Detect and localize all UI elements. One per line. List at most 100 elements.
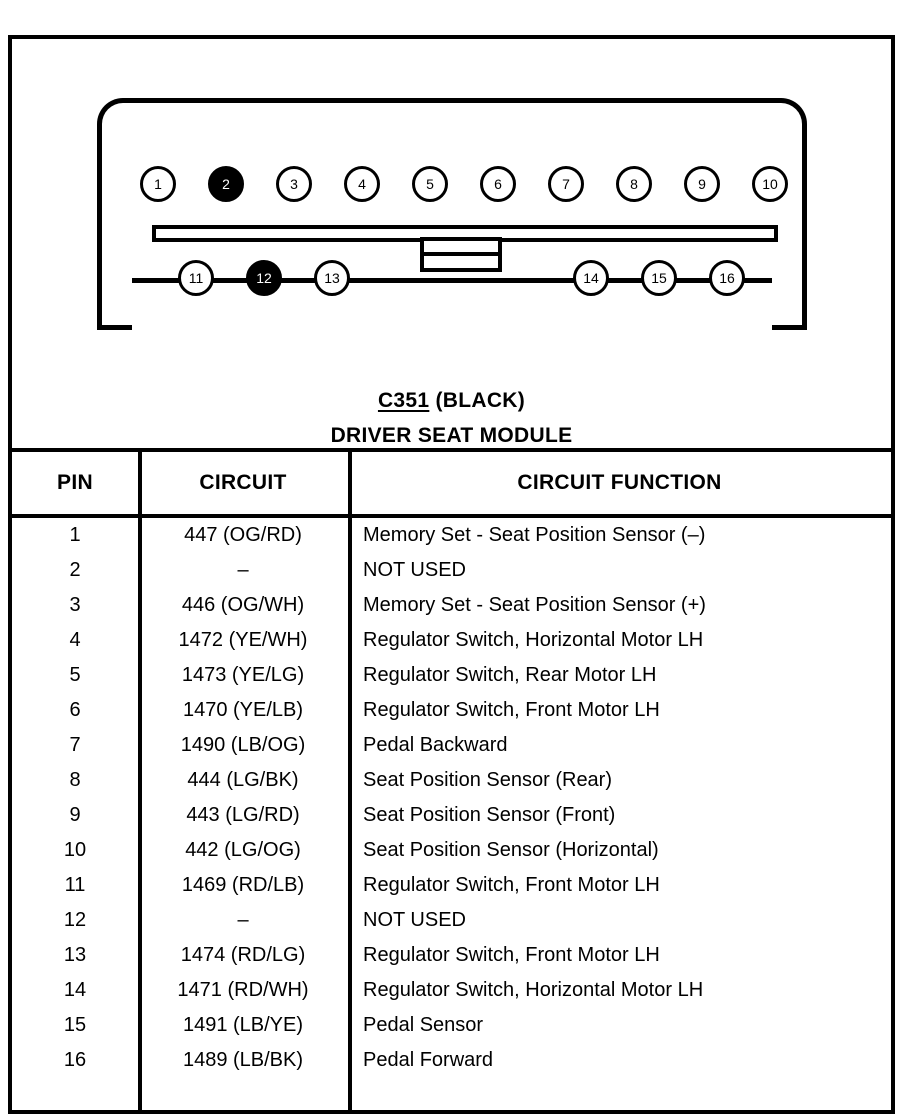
cell-pin: 10: [63, 839, 87, 861]
cell-pin: 14: [63, 979, 87, 1001]
table-row: 6 1470 (YE/LB) Regulator Switch, Front Mot…: [12, 693, 891, 728]
cell-circuit: 446 (OG/WH): [181, 594, 305, 616]
table-row: 8 444 (LG/BK) Seat Position Sensor (Rear): [12, 763, 891, 798]
cell-circuit-function: Pedal Forward: [363, 1049, 494, 1071]
pin-cavity-10[interactable]: 10: [752, 166, 788, 202]
table-row: 2 – NOT USED: [12, 553, 891, 588]
connector-tab-left: [97, 278, 132, 330]
cell-circuit: 1472 (YE/WH): [178, 629, 308, 651]
cell-circuit: 443 (LG/RD): [186, 804, 300, 826]
cell-pin: 9: [69, 804, 81, 826]
pin-cavity-9[interactable]: 9: [684, 166, 720, 202]
cell-circuit: 444 (LG/BK): [187, 769, 299, 791]
table-row: 11 1469 (RD/LB) Regulator Switch, Front Mo…: [12, 868, 891, 903]
page-frame: 1 2 3 4 5 6 7 8 9 10 11 12 13 14 15 16 C…: [8, 35, 895, 1114]
pin-row-top: 1 2 3 4 5 6 7 8 9 10: [140, 166, 788, 202]
cell-circuit: –: [237, 559, 249, 581]
cell-circuit: 442 (LG/OG): [185, 839, 301, 861]
cell-pin: 3: [69, 594, 81, 616]
pin-cavity-5[interactable]: 5: [412, 166, 448, 202]
connector-center-latch-divider: [424, 252, 498, 256]
pin-cavity-13[interactable]: 13: [314, 260, 350, 296]
table-column-divider-2: [348, 452, 352, 1114]
cell-circuit-function: Regulator Switch, Rear Motor LH: [363, 664, 657, 686]
table-row: 5 1473 (YE/LG) Regulator Switch, Rear Moto…: [12, 658, 891, 693]
pin-cavity-11[interactable]: 11: [178, 260, 214, 296]
cell-circuit: 447 (OG/RD): [184, 524, 302, 546]
pin-cavity-12[interactable]: 12: [246, 260, 282, 296]
cell-circuit-function: Seat Position Sensor (Front): [363, 804, 616, 826]
cell-circuit-function: Regulator Switch, Horizontal Motor LH: [363, 979, 704, 1001]
cell-circuit: 1470 (YE/LB): [182, 699, 304, 721]
pin-cavity-14[interactable]: 14: [573, 260, 609, 296]
cell-pin: 15: [63, 1014, 87, 1036]
connector-color: (BLACK): [435, 389, 526, 412]
cell-pin: 13: [63, 944, 87, 966]
cell-pin: 6: [69, 699, 81, 721]
cell-circuit: 1491 (LB/YE): [182, 1014, 304, 1036]
cell-pin: 16: [63, 1049, 87, 1071]
cell-pin: 11: [64, 874, 86, 896]
table-column-divider-1: [138, 452, 142, 1114]
cell-circuit-function: Regulator Switch, Front Motor LH: [363, 874, 660, 896]
table-row: 12 – NOT USED: [12, 903, 891, 938]
pin-cavity-3[interactable]: 3: [276, 166, 312, 202]
cell-pin: 12: [63, 909, 87, 931]
cell-pin: 2: [69, 559, 81, 581]
pin-cavity-4[interactable]: 4: [344, 166, 380, 202]
pin-row-bottom-left: 11 12 13: [178, 260, 350, 296]
cell-circuit-function: Memory Set - Seat Position Sensor (+): [363, 594, 706, 616]
table-row: 10 442 (LG/OG) Seat Position Sensor (Horiz…: [12, 833, 891, 868]
connector-caption-line-1: C351 (BLACK): [12, 389, 891, 413]
table-row: 16 1489 (LB/BK) Pedal Forward: [12, 1043, 891, 1078]
cell-circuit-function: Seat Position Sensor (Horizontal): [363, 839, 659, 861]
connector-module-name: DRIVER SEAT MODULE: [330, 424, 573, 447]
table-header-row: PIN CIRCUIT CIRCUIT FUNCTION: [12, 452, 891, 514]
cell-circuit-function: Regulator Switch, Front Motor LH: [363, 699, 660, 721]
table-row: 9 443 (LG/RD) Seat Position Sensor (Front): [12, 798, 891, 833]
cell-circuit: 1471 (RD/WH): [177, 979, 309, 1001]
table-body: 1 447 (OG/RD) Memory Set - Seat Position S…: [12, 518, 891, 1078]
table-row: 13 1474 (RD/LG) Regulator Switch, Front Mo…: [12, 938, 891, 973]
connector-housing-outline: [97, 98, 807, 283]
cell-circuit: 1490 (LB/OG): [180, 734, 306, 756]
pin-cavity-7[interactable]: 7: [548, 166, 584, 202]
table-row: 15 1491 (LB/YE) Pedal Sensor: [12, 1008, 891, 1043]
pin-cavity-2[interactable]: 2: [208, 166, 244, 202]
cell-circuit-function: Seat Position Sensor (Rear): [363, 769, 613, 791]
cell-circuit: 1489 (LB/BK): [182, 1049, 304, 1071]
table-row: 1 447 (OG/RD) Memory Set - Seat Position S…: [12, 518, 891, 553]
pin-row-bottom-right: 14 15 16: [573, 260, 745, 296]
cell-pin: 5: [69, 664, 81, 686]
table-row: 3 446 (OG/WH) Memory Set - Seat Position S…: [12, 588, 891, 623]
cell-pin: 7: [69, 734, 81, 756]
pin-cavity-6[interactable]: 6: [480, 166, 516, 202]
cell-circuit: 1469 (RD/LB): [181, 874, 305, 896]
pin-cavity-1[interactable]: 1: [140, 166, 176, 202]
connector-housing-bottom-edge: [132, 278, 772, 283]
pin-cavity-15[interactable]: 15: [641, 260, 677, 296]
cell-circuit: 1474 (RD/LG): [180, 944, 306, 966]
cell-circuit-function: NOT USED: [363, 909, 466, 931]
cell-pin: 4: [69, 629, 81, 651]
table-header-divider: [12, 514, 891, 518]
column-header-circuit-function: CIRCUIT FUNCTION: [517, 471, 722, 494]
column-header-circuit: CIRCUIT: [199, 471, 287, 494]
connector-illustration: 1 2 3 4 5 6 7 8 9 10 11 12 13 14 15 16 C…: [12, 39, 891, 448]
cell-circuit-function: Memory Set - Seat Position Sensor (–): [363, 524, 706, 546]
cell-pin: 8: [69, 769, 81, 791]
cell-circuit-function: Regulator Switch, Front Motor LH: [363, 944, 660, 966]
connector-code: C351: [377, 389, 430, 412]
pin-cavity-8[interactable]: 8: [616, 166, 652, 202]
cell-circuit: 1473 (YE/LG): [181, 664, 305, 686]
cell-circuit-function: NOT USED: [363, 559, 466, 581]
connector-caption: C351 (BLACK) DRIVER SEAT MODULE: [12, 389, 891, 448]
cell-circuit-function: Pedal Sensor: [363, 1014, 484, 1036]
table-row: 14 1471 (RD/WH) Regulator Switch, Horizont…: [12, 973, 891, 1008]
pin-function-table: PIN CIRCUIT CIRCUIT FUNCTION 1 447 (OG/RD…: [12, 448, 891, 1114]
cell-pin: 1: [69, 524, 81, 546]
pin-cavity-16[interactable]: 16: [709, 260, 745, 296]
cell-circuit: –: [237, 909, 249, 931]
